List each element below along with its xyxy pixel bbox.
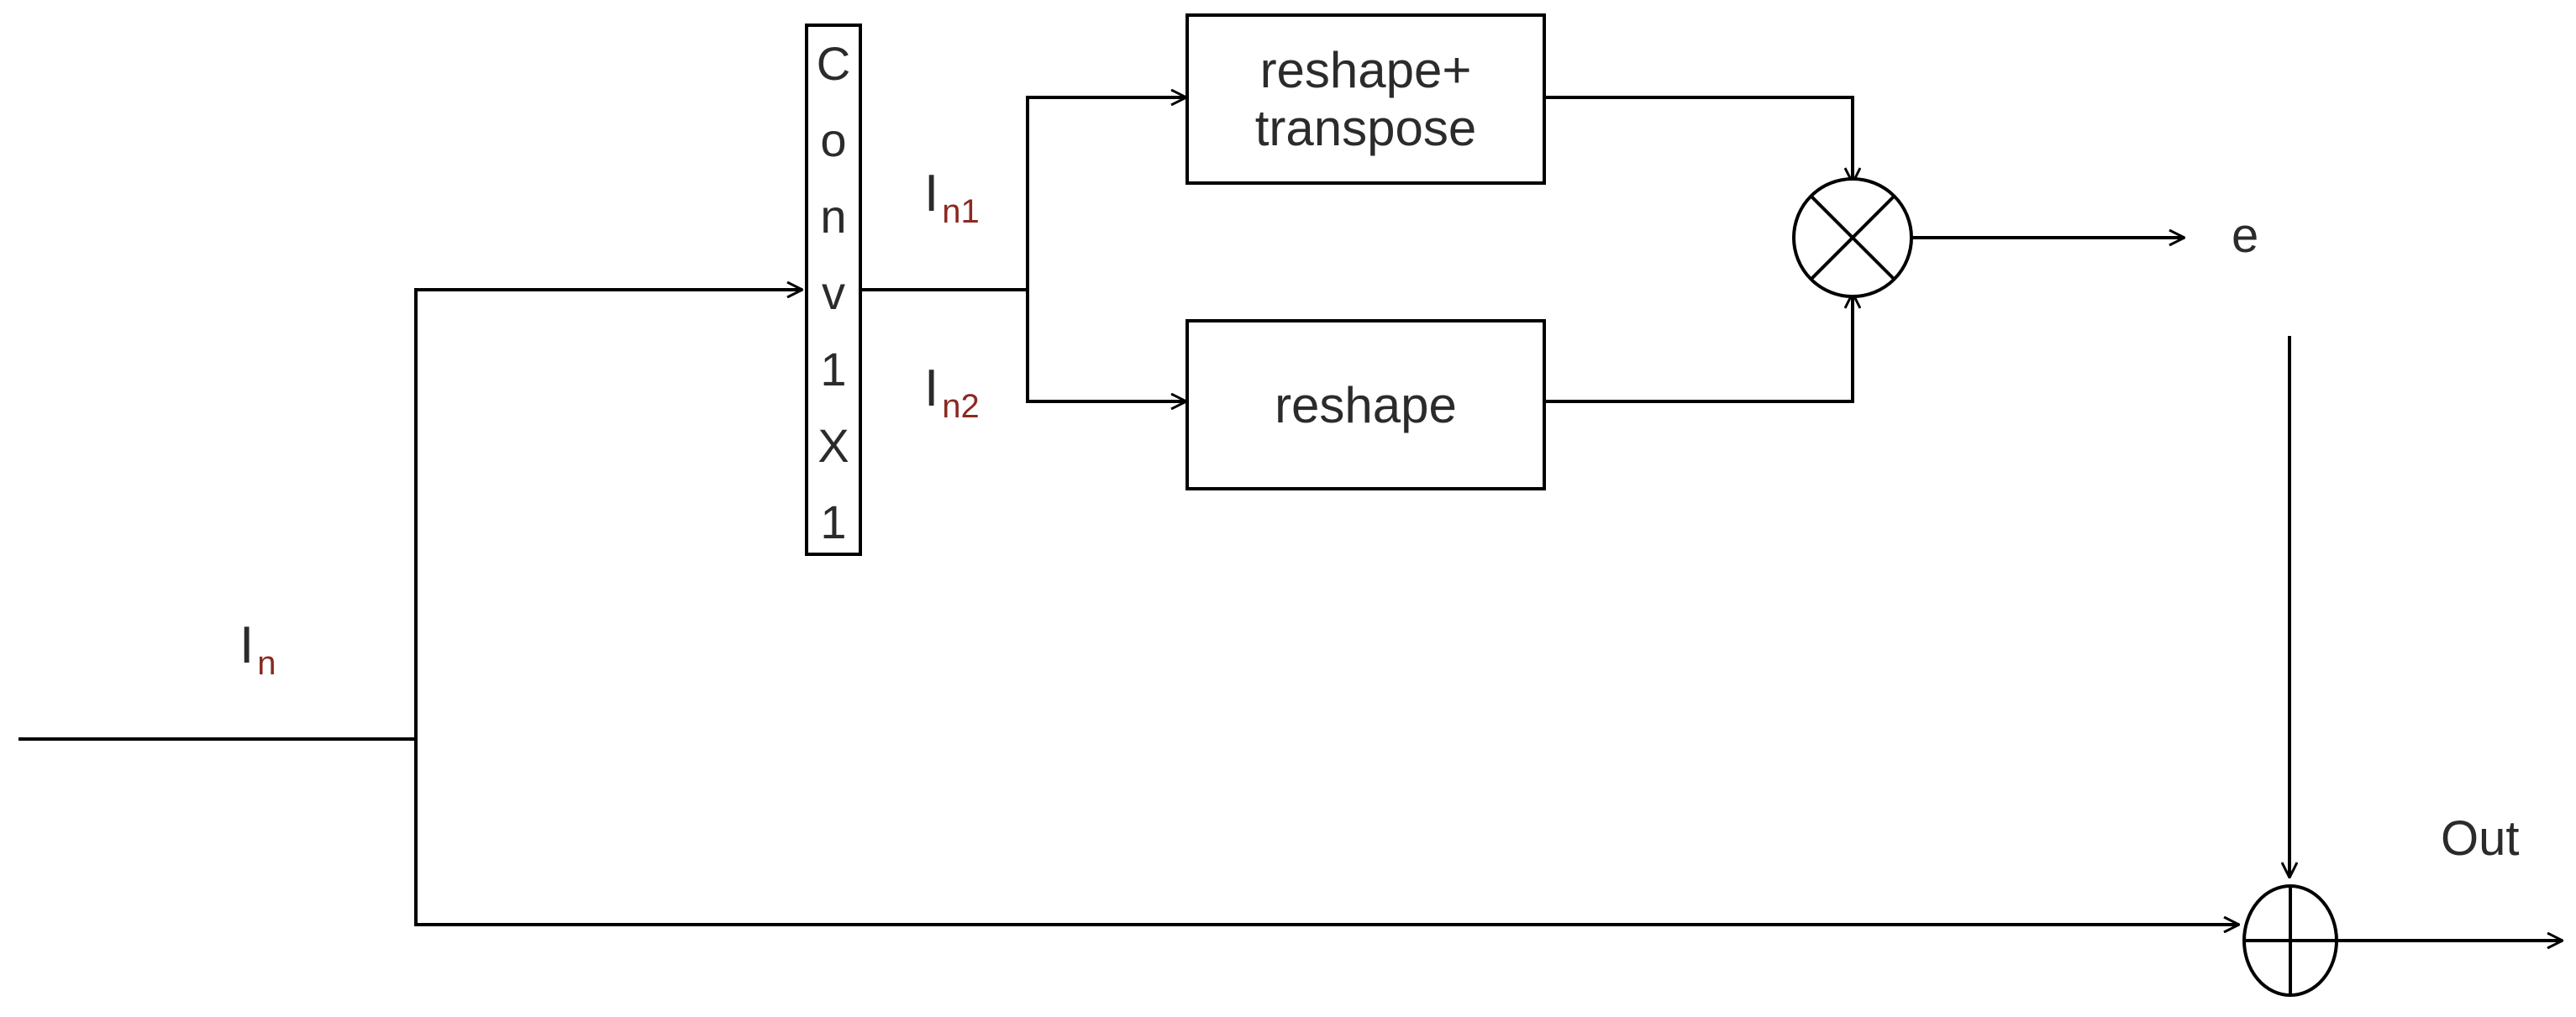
add-node bbox=[2242, 884, 2338, 997]
conv-letter: v bbox=[822, 266, 845, 319]
conv1x1-box bbox=[805, 24, 862, 556]
branch1-label-main: I bbox=[924, 165, 939, 223]
edge-input-to-conv bbox=[414, 290, 802, 739]
branch2-label-main: I bbox=[924, 359, 939, 417]
reshape-transpose-text: reshape+ transpose bbox=[1254, 42, 1477, 156]
reshape-transpose-label: reshape+ transpose bbox=[1187, 15, 1544, 183]
edge-split-to-reshape-transpose bbox=[1026, 97, 1186, 290]
edge-split-to-reshape bbox=[1026, 290, 1186, 401]
edge-reshape-to-multiply bbox=[1544, 293, 1853, 403]
e-label: e bbox=[2232, 208, 2259, 263]
branch1-label-sub: n1 bbox=[942, 193, 980, 230]
conv-letter: 1 bbox=[820, 343, 847, 396]
reshape-text: reshape bbox=[1275, 376, 1457, 433]
edge-input-to-add bbox=[414, 739, 2239, 925]
conv1x1-label: C o n v 1 X 1 bbox=[807, 25, 860, 554]
conv-letter: 1 bbox=[820, 495, 847, 548]
conv-letter: C bbox=[816, 37, 851, 90]
out-label: Out bbox=[2441, 811, 2520, 866]
reshape-transpose-box bbox=[1185, 13, 1546, 185]
input-label-sub: n bbox=[257, 645, 276, 682]
input-label-main: I bbox=[239, 616, 255, 674]
branch2-label-sub: n2 bbox=[942, 388, 980, 425]
reshape-label: reshape bbox=[1187, 321, 1544, 489]
reshape-box bbox=[1185, 319, 1546, 490]
edge-reshape-transpose-to-multiply bbox=[1544, 96, 1853, 183]
conv-letter: n bbox=[820, 190, 847, 243]
conv-letter: X bbox=[817, 419, 849, 472]
conv-letter: o bbox=[820, 113, 847, 166]
multiply-node bbox=[1792, 177, 1913, 298]
